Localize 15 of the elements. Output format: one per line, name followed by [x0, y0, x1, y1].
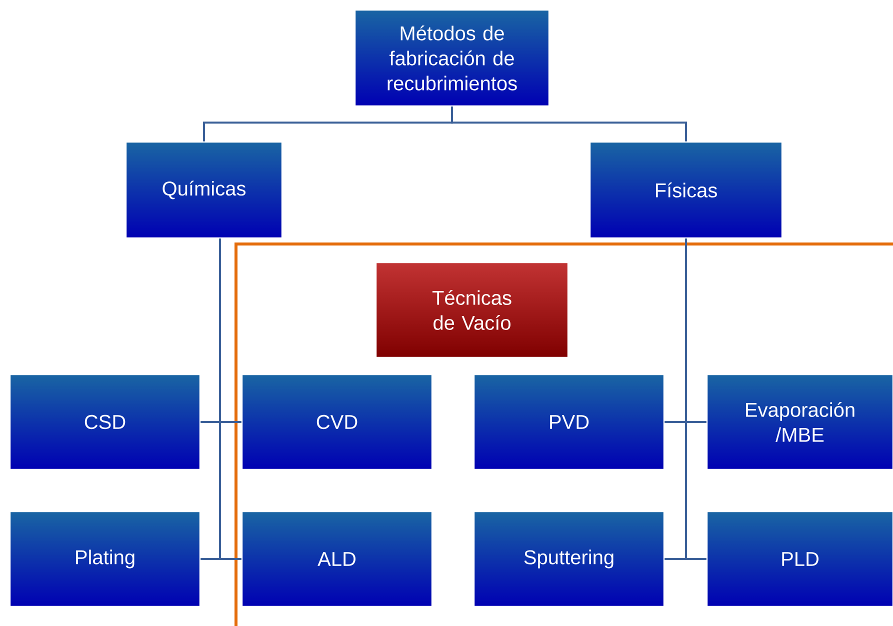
- process-box: Químicas: [125, 141, 283, 239]
- process-box: PLD: [706, 510, 893, 608]
- process-box: Físicas: [589, 141, 783, 239]
- process-box: Evaporación /MBE: [706, 374, 893, 470]
- process-box: CSD: [9, 374, 201, 470]
- process-box: CVD: [241, 374, 433, 470]
- category-box: Técnicas de Vacío: [375, 262, 569, 358]
- connector-line: [685, 238, 706, 560]
- process-box: ALD: [241, 510, 433, 608]
- connector-line: [451, 106, 687, 142]
- connector-line: [219, 238, 242, 560]
- process-box: Sputtering: [473, 510, 665, 608]
- process-box: PVD: [473, 374, 665, 470]
- process-box: Métodos de fabricación de recubrimientos: [354, 9, 550, 107]
- process-box: Plating: [9, 510, 201, 608]
